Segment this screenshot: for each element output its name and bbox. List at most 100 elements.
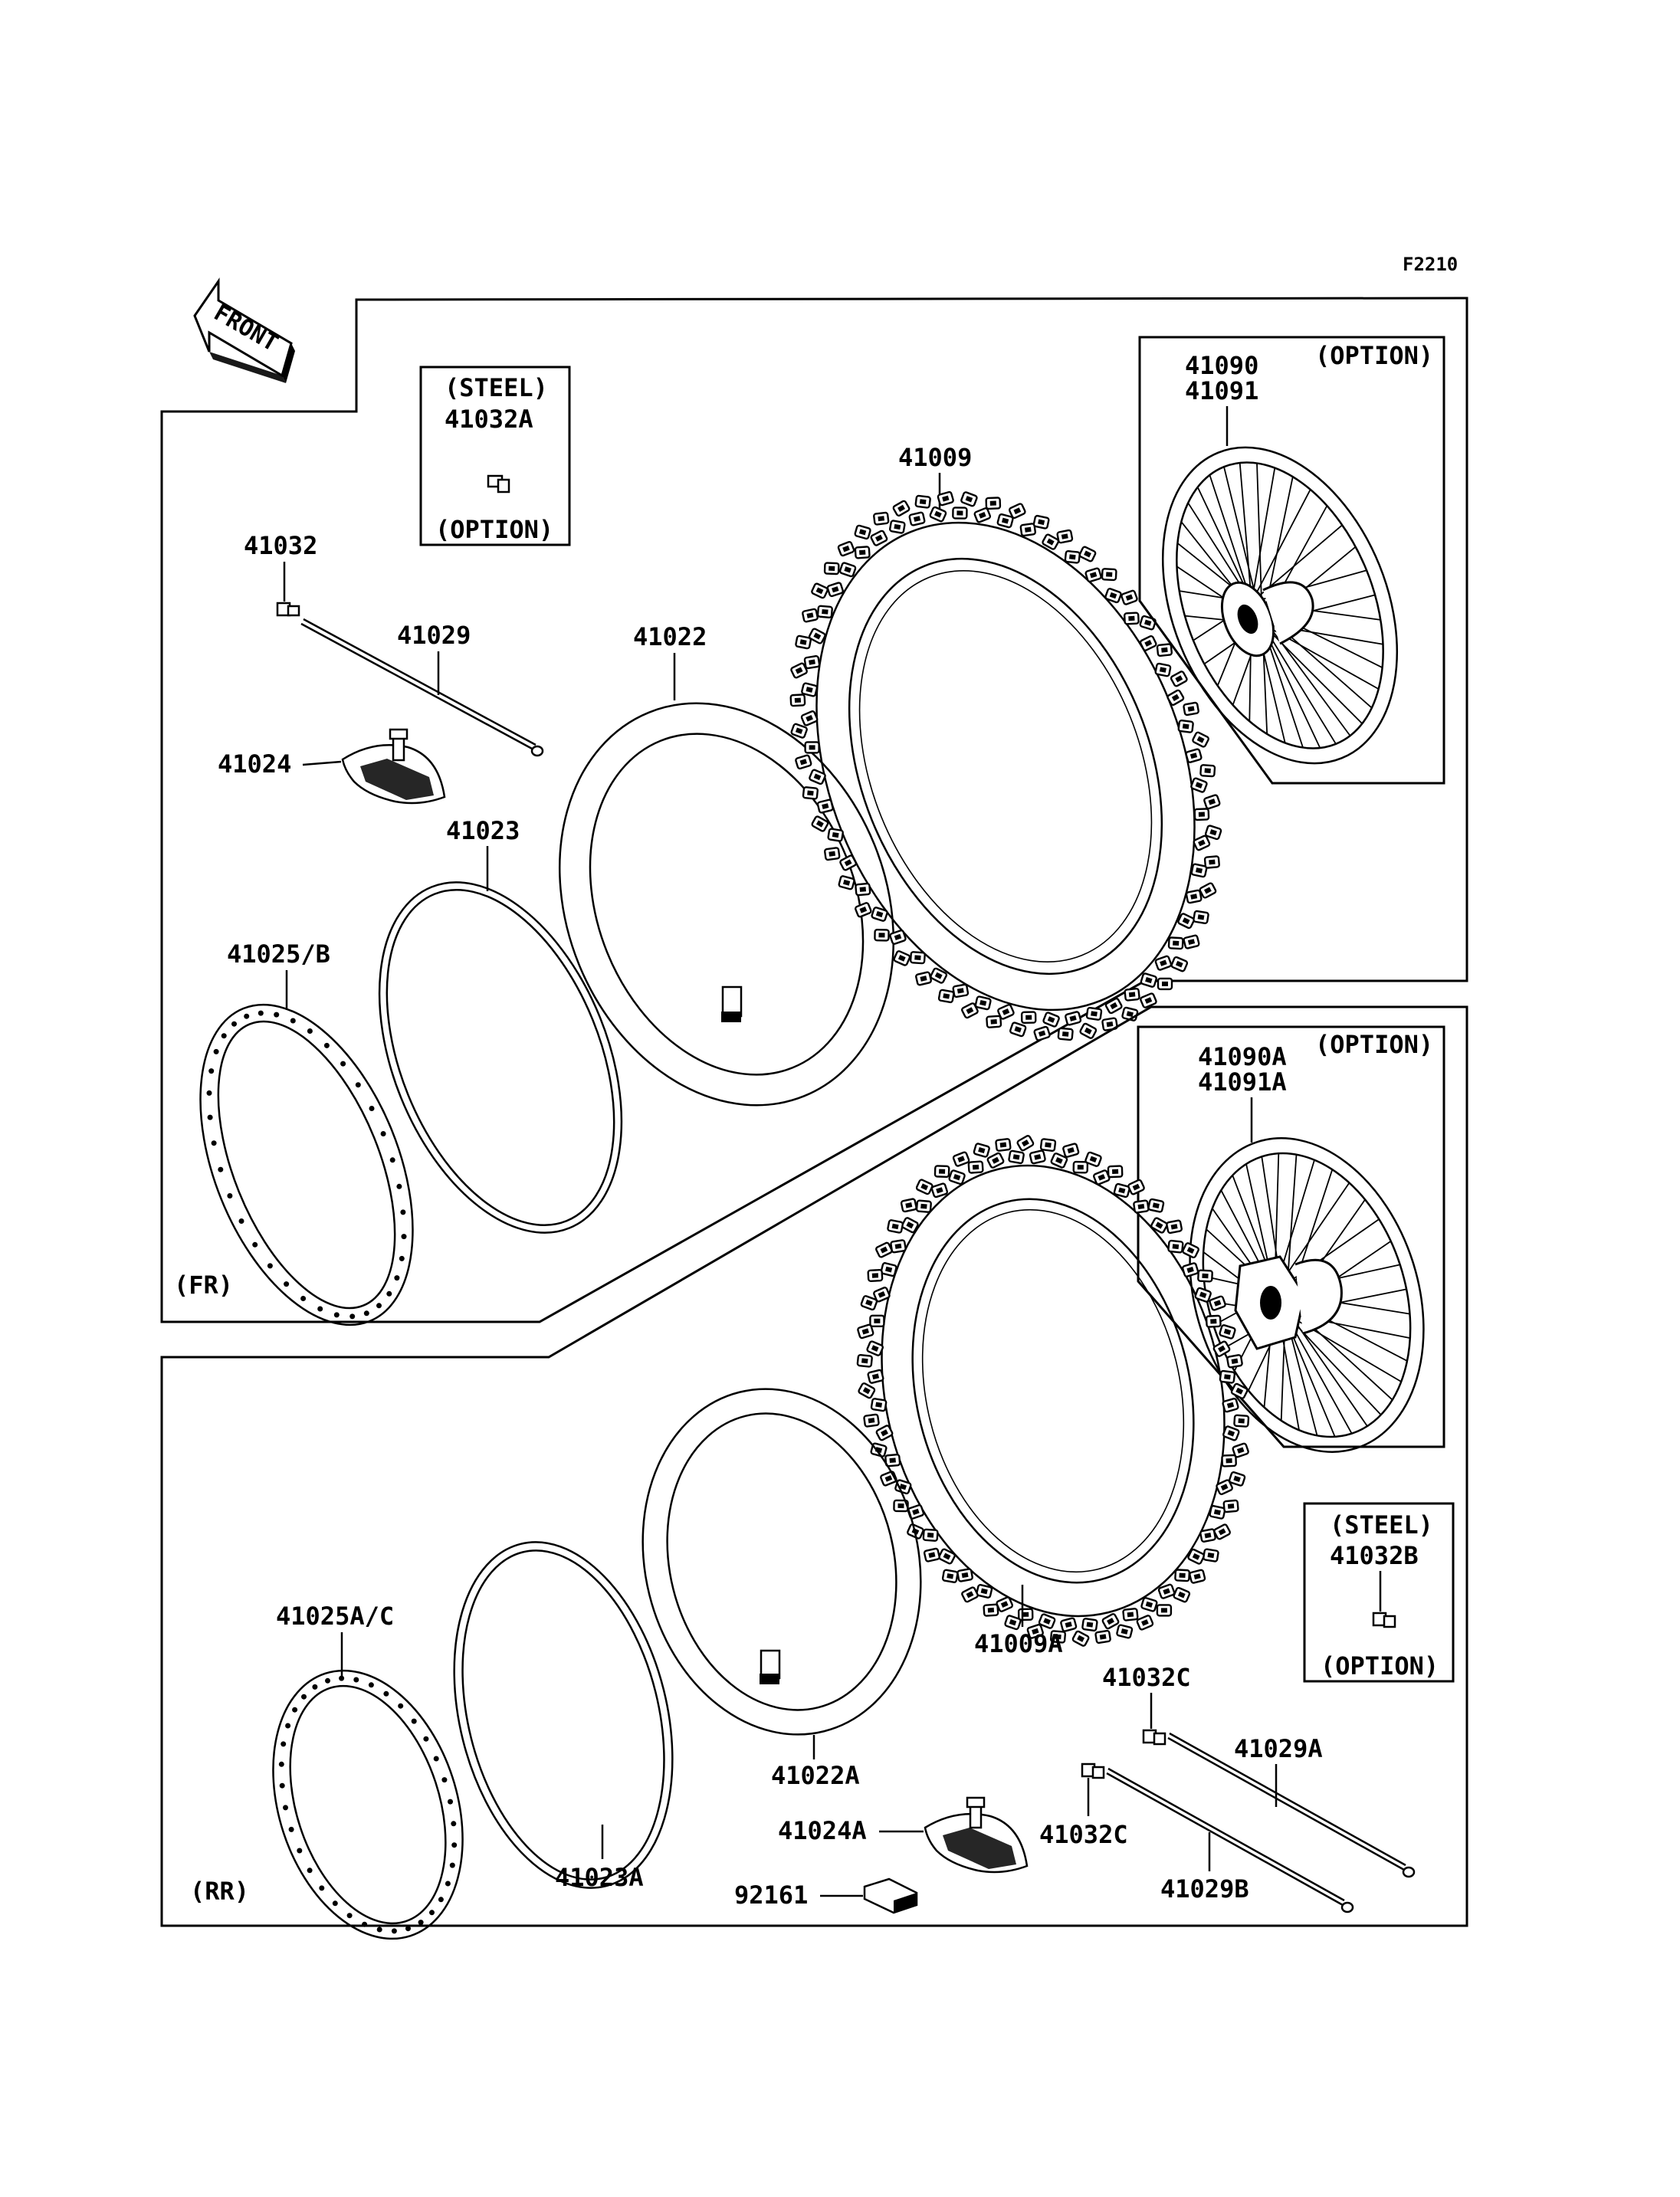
rim-spoke-hole: [238, 1218, 244, 1224]
tread-knob: [886, 1218, 904, 1235]
wheel-option-box: (OPTION) 41090 41091: [1138, 336, 1445, 785]
tread-knob: [1226, 1353, 1244, 1369]
rim-icon: [199, 1003, 414, 1326]
wheel-spoke: [1262, 623, 1337, 745]
tread-knob: [865, 1340, 884, 1357]
tread-knob: [1107, 1165, 1124, 1179]
rim-spoke-hole: [369, 1106, 375, 1111]
tread-knob: [1032, 514, 1051, 530]
tread-knob: [947, 1169, 966, 1185]
tread-knob: [915, 1199, 933, 1214]
tread-knob: [1203, 793, 1222, 811]
steel-box-note: (OPTION): [435, 515, 553, 544]
rim-spoke-hole: [368, 1682, 374, 1688]
rear-steel-box-part: 41032B: [1330, 1541, 1419, 1570]
tread-knob: [960, 490, 979, 508]
tread-knob: [869, 1314, 885, 1328]
label-41029A: 41029A: [1234, 1734, 1323, 1763]
tread-knob: [996, 513, 1015, 529]
tread-knob: [1196, 1269, 1214, 1283]
tread-knob: [1094, 1629, 1112, 1644]
tread-knob: [803, 654, 821, 670]
tread-knob: [914, 1178, 934, 1196]
rim-spoke-hole: [297, 1848, 303, 1854]
tread-knob: [816, 605, 834, 619]
steel-box-part: 41032A: [445, 405, 533, 434]
tread-knob: [960, 1585, 979, 1604]
tread-knob: [888, 519, 907, 535]
tread-knob: [1032, 1025, 1052, 1042]
label-41022A: 41022A: [771, 1761, 860, 1790]
knobby-tire-icon: [789, 490, 1223, 1042]
tread-knob: [1020, 1011, 1037, 1025]
rim-spoke-hole: [258, 1010, 264, 1016]
tread-knob: [1182, 701, 1200, 716]
rim-spoke-hole: [213, 1048, 219, 1054]
rear-inner-tube-icon: [641, 1388, 922, 1736]
tread-knob: [1140, 1596, 1159, 1613]
tread-knob: [836, 540, 856, 558]
tread-knob: [823, 846, 841, 861]
tread-knob: [891, 499, 911, 518]
tread-knob: [866, 1369, 885, 1385]
tread-knob: [1186, 1547, 1206, 1566]
tread-knob: [1059, 1616, 1078, 1633]
tread-knob: [1039, 1137, 1057, 1153]
rim-spoke-hole: [244, 1013, 250, 1019]
tread-knob: [1219, 1369, 1236, 1385]
tread-knob: [823, 562, 840, 575]
rim-spoke-hole: [312, 1684, 318, 1690]
tread-knob: [855, 882, 871, 897]
rear-rim-band-icon: [453, 1541, 674, 1889]
rim-spoke-hole: [400, 1209, 406, 1215]
rear-steel-valve-nut-option-box: (STEEL) 41032B (OPTION): [1303, 1502, 1455, 1683]
tread-knob: [1203, 855, 1221, 869]
rim-spoke-hole: [433, 1756, 439, 1762]
tread-knob: [1150, 1216, 1169, 1235]
rim-spoke-hole: [284, 1281, 290, 1287]
rim-spoke-hole: [448, 1799, 453, 1805]
label-41025AC: 41025A/C: [276, 1602, 394, 1631]
tread-knob: [1154, 662, 1172, 677]
rim-spoke-hole: [279, 1782, 285, 1789]
tread-knob: [1124, 987, 1140, 1002]
tread-knob: [1199, 1527, 1217, 1543]
tread-knob: [1218, 1323, 1237, 1340]
tread-knob: [794, 753, 813, 770]
tread-knob: [923, 1547, 941, 1563]
tread-knob: [1172, 1586, 1192, 1604]
rim-spoke-hole: [278, 1761, 284, 1767]
rim-spoke-hole: [300, 1296, 307, 1301]
tread-knob: [975, 1583, 993, 1599]
rim-spoke-hole: [218, 1166, 224, 1172]
tread-knob: [1072, 1160, 1089, 1174]
option-note: (OPTION): [1315, 341, 1433, 370]
rim-spoke-hole: [398, 1703, 404, 1709]
rim-spoke-hole: [333, 1312, 340, 1318]
rim-spoke-hole: [206, 1090, 212, 1096]
rim-spoke-hole: [227, 1193, 233, 1199]
tread-knob: [934, 1165, 950, 1179]
tread-knob: [973, 507, 992, 524]
front-direction-arrow-icon: FRONT: [193, 277, 295, 383]
tread-knob: [827, 828, 845, 843]
tread-knob: [1017, 1608, 1034, 1622]
label-41029: 41029: [397, 621, 471, 650]
tread-knob: [1085, 1006, 1103, 1021]
tread-knob: [974, 995, 993, 1011]
tread-knob: [986, 1015, 1002, 1029]
tread-knob: [1167, 1239, 1184, 1254]
balance-weight-icon: [863, 1877, 918, 1914]
tread-knob: [1205, 1314, 1222, 1328]
tread-knob: [1139, 972, 1158, 989]
tread-knob: [789, 694, 806, 707]
tread-knob: [1153, 954, 1173, 972]
tread-knob: [869, 529, 889, 547]
tread-knob: [1188, 1569, 1206, 1585]
tread-knob: [1120, 589, 1139, 606]
tread-knob: [1176, 912, 1196, 930]
rim-band-icon: [378, 881, 623, 1234]
tread-knob: [1042, 1011, 1061, 1028]
label-41023: 41023: [446, 816, 520, 845]
